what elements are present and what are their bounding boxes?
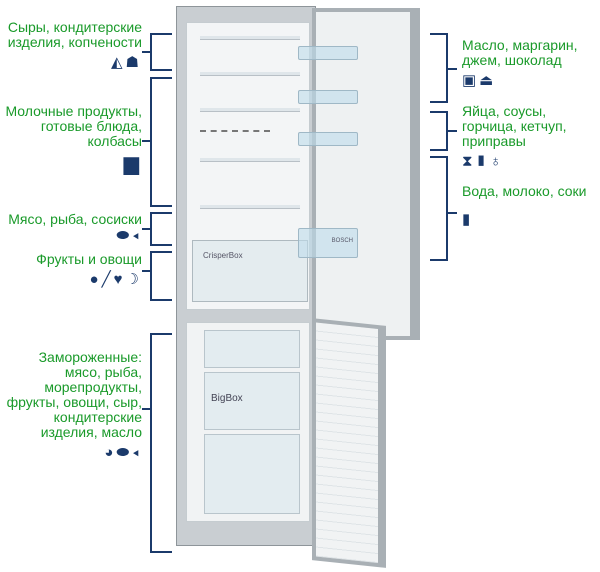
label-meat: Мясо, рыба, сосиски bbox=[8, 211, 142, 227]
freezer-drawer: BigBox bbox=[204, 372, 300, 430]
fish-icon: ⬬◂ bbox=[116, 227, 142, 244]
bracket bbox=[150, 251, 172, 301]
freezer-door bbox=[312, 318, 386, 568]
bracket-tick bbox=[447, 212, 457, 214]
crisper-box: CrisperBox bbox=[192, 240, 308, 302]
group-drinks: Вода, молоко, соки ▮ bbox=[462, 184, 598, 229]
label-drinks: Вода, молоко, соки bbox=[462, 183, 587, 199]
group-butter: Масло, маргарин, джем, шоколад ▣⏏ bbox=[462, 38, 598, 90]
bracket bbox=[150, 77, 172, 207]
bracket-tick bbox=[142, 228, 152, 230]
freezer-drawer bbox=[204, 330, 300, 368]
label-butter: Масло, маргарин, джем, шоколад bbox=[462, 37, 578, 68]
brand-label: BOSCH bbox=[331, 238, 353, 244]
label-dairy: Молочные продукты, готовые блюда, колбас… bbox=[5, 103, 142, 149]
crisper-label: CrisperBox bbox=[203, 251, 243, 260]
group-meat: Мясо, рыба, сосиски ⬬◂ bbox=[0, 212, 142, 245]
bigbox-label: BigBox bbox=[211, 393, 243, 404]
bracket bbox=[430, 111, 448, 151]
door-shelf bbox=[298, 90, 358, 104]
label-eggs: Яйца, соусы, горчица, кетчуп, приправы bbox=[462, 103, 567, 149]
door-shelf bbox=[298, 132, 358, 146]
milk-can-icon: ▮ bbox=[462, 211, 474, 228]
label-fruits: Фрукты и овощи bbox=[36, 251, 142, 267]
shelf bbox=[200, 72, 300, 76]
fruit-icons: ●╱♥☽ bbox=[89, 271, 142, 288]
bracket-tick bbox=[142, 270, 152, 272]
bracket-tick bbox=[447, 68, 457, 70]
pot-icon: ▆ bbox=[123, 153, 142, 175]
label-cheese: Сыры, кондитерские изделия, копчености bbox=[7, 19, 142, 50]
jar-butter-icons: ▣⏏ bbox=[462, 72, 497, 89]
bracket bbox=[150, 33, 172, 71]
group-eggs: Яйца, соусы, горчица, кетчуп, приправы ⧗… bbox=[462, 104, 600, 171]
ham-fish-icons: ◕⬬◂ bbox=[104, 444, 142, 461]
shelf bbox=[200, 108, 300, 112]
bracket bbox=[430, 156, 448, 261]
door-shelf: BOSCH bbox=[298, 228, 358, 258]
bottle-rack bbox=[200, 118, 270, 132]
freezer-drawer bbox=[204, 434, 300, 514]
bracket bbox=[150, 333, 172, 553]
group-frozen: Замороженные: мясо, рыба, морепродукты, … bbox=[2, 350, 142, 462]
shelf bbox=[200, 205, 300, 209]
bracket bbox=[430, 33, 448, 103]
bracket-tick bbox=[142, 51, 152, 53]
bracket bbox=[150, 212, 172, 246]
egg-bottle-icons: ⧗▮♁ bbox=[462, 153, 505, 170]
group-cheese: Сыры, кондитерские изделия, копчености ◭… bbox=[2, 20, 142, 72]
group-fruits: Фрукты и овощи ●╱♥☽ bbox=[0, 252, 142, 289]
shelf bbox=[200, 158, 300, 162]
cheese-croissant-icons: ◭☗ bbox=[111, 54, 142, 71]
group-dairy: Молочные продукты, готовые блюда, колбас… bbox=[2, 103, 142, 176]
bracket-tick bbox=[142, 140, 152, 142]
shelf bbox=[200, 36, 300, 40]
label-frozen: Замороженные: мясо, рыба, морепродукты, … bbox=[6, 349, 142, 440]
door-shelf bbox=[298, 46, 358, 60]
bracket-tick bbox=[447, 130, 457, 132]
bracket-tick bbox=[142, 408, 152, 410]
